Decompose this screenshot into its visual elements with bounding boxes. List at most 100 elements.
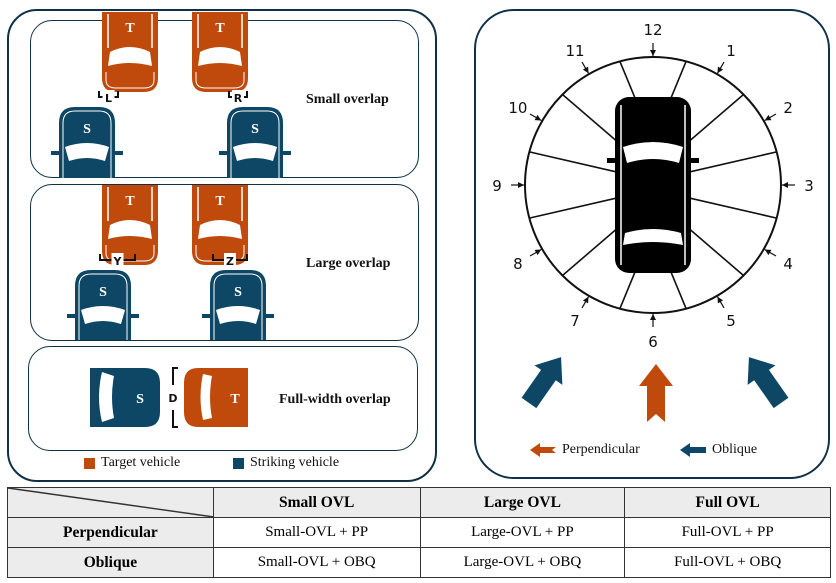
mirror bbox=[131, 314, 139, 318]
full-width-overlap-label: Full-width overlap bbox=[279, 392, 391, 407]
row-header-perpendicular: Perpendicular bbox=[7, 517, 214, 548]
striking-letter: S bbox=[251, 122, 259, 137]
target-letter: T bbox=[215, 194, 225, 209]
target-vehicle: T bbox=[192, 12, 248, 92]
full-width-overlap-box bbox=[28, 346, 418, 451]
mirror bbox=[51, 151, 59, 155]
gap-bracket-r: R bbox=[228, 90, 248, 105]
perpendicular-arrow-icon bbox=[639, 364, 673, 422]
clock-position-10: 10 bbox=[508, 99, 542, 122]
windshield bbox=[99, 372, 114, 422]
clock-number: 4 bbox=[783, 255, 793, 273]
striking-vehicle-legend-label: Striking vehicle bbox=[250, 455, 340, 470]
impact-direction-panel bbox=[474, 9, 830, 479]
windshield bbox=[108, 220, 152, 239]
large-overlap-box bbox=[30, 184, 419, 341]
target-letter: T bbox=[230, 392, 240, 407]
mirror bbox=[219, 151, 227, 155]
target-vehicle-legend-label: Target vehicle bbox=[101, 455, 181, 470]
windshield bbox=[200, 374, 212, 420]
mirror bbox=[202, 314, 210, 318]
table-cell: Large-OVL + OBQ bbox=[419, 547, 626, 578]
clock-position-8: 8 bbox=[513, 248, 542, 273]
mirror bbox=[115, 151, 123, 155]
mirror bbox=[690, 158, 699, 163]
table-cell: Small-OVL + OBQ bbox=[212, 547, 421, 578]
striking-vehicle-legend: Striking vehicle bbox=[233, 455, 339, 471]
oblique-arrow-right-icon bbox=[747, 357, 789, 409]
table-cell: Full-OVL + PP bbox=[624, 517, 831, 548]
target-letter: T bbox=[215, 21, 225, 36]
gap-label: R bbox=[234, 92, 243, 105]
table-cell: Full-OVL + OBQ bbox=[624, 547, 831, 578]
table-row: Oblique Small-OVL + OBQ Large-OVL + OBQ … bbox=[7, 547, 831, 578]
clock-position-12: 12 bbox=[643, 21, 663, 56]
windshield bbox=[198, 47, 242, 66]
clock-number: 6 bbox=[648, 333, 658, 351]
table-cell: Large-OVL + PP bbox=[419, 517, 626, 548]
mirror bbox=[67, 314, 75, 318]
clock-number: 11 bbox=[565, 42, 584, 60]
windshield bbox=[108, 47, 152, 66]
striking-letter: S bbox=[136, 392, 144, 407]
target-letter: T bbox=[125, 194, 135, 209]
small-overlap-label: Small overlap bbox=[306, 92, 389, 107]
oblique-arrow-left-icon bbox=[521, 357, 563, 409]
clock-number: 7 bbox=[570, 312, 580, 330]
oblique-legend-label: Oblique bbox=[712, 442, 758, 457]
perpendicular-legend-label: Perpendicular bbox=[562, 442, 640, 457]
target-vehicle: T bbox=[102, 185, 158, 265]
column-header-full-ovl: Full OVL bbox=[624, 487, 831, 518]
rear-window bbox=[623, 229, 683, 245]
striking-letter: S bbox=[99, 285, 107, 300]
gap-label: D bbox=[168, 392, 177, 405]
clock-number: 2 bbox=[783, 99, 793, 117]
gap-bracket-z: Z bbox=[212, 253, 248, 268]
large-overlap-label: Large overlap bbox=[306, 256, 391, 271]
striking-car-body bbox=[210, 270, 266, 340]
gap-bracket-d: D bbox=[168, 367, 178, 428]
clock-number: 5 bbox=[726, 312, 736, 330]
clock-position-7: 7 bbox=[570, 296, 590, 330]
clock-position-1: 1 bbox=[716, 42, 736, 74]
gap-label: L bbox=[105, 92, 112, 105]
striking-letter: S bbox=[234, 285, 242, 300]
gap-label: Z bbox=[226, 255, 234, 268]
clock-position-2: 2 bbox=[764, 99, 793, 122]
clock-position-3: 3 bbox=[782, 177, 814, 195]
front-windshield bbox=[623, 142, 683, 163]
mirror bbox=[607, 158, 616, 163]
mirror bbox=[266, 314, 274, 318]
striking-vehicle: S bbox=[51, 107, 123, 178]
target-vehicle-legend: Target vehicle bbox=[84, 455, 180, 471]
subject-vehicle bbox=[607, 97, 699, 273]
target-vehicle: T bbox=[184, 368, 248, 427]
clock-position-6: 6 bbox=[648, 314, 658, 351]
striking-car-body bbox=[59, 107, 115, 178]
perpendicular-arrow-icon bbox=[530, 443, 556, 457]
mirror bbox=[283, 151, 291, 155]
striking-letter: S bbox=[83, 122, 91, 137]
table-corner-cell bbox=[7, 487, 215, 518]
perpendicular-legend: Perpendicular bbox=[530, 442, 640, 458]
striking-vehicle: S bbox=[219, 107, 291, 178]
clock-number: 10 bbox=[508, 99, 527, 117]
striking-car-body bbox=[227, 107, 283, 178]
scenario-matrix-table: Small OVL Large OVL Full OVL Perpendicul… bbox=[7, 487, 831, 578]
striking-car-body bbox=[75, 270, 131, 340]
clock-position-9: 9 bbox=[492, 177, 524, 195]
clock-number: 3 bbox=[804, 177, 814, 195]
striking-color-swatch bbox=[233, 457, 244, 469]
gap-bracket-y: Y bbox=[99, 253, 136, 268]
clock-number: 12 bbox=[643, 21, 662, 39]
windshield bbox=[65, 143, 109, 161]
table-header-row: Small OVL Large OVL Full OVL bbox=[7, 487, 831, 518]
row-header-oblique: Oblique bbox=[7, 547, 214, 578]
gap-bracket-l: L bbox=[98, 90, 119, 105]
target-vehicle: T bbox=[102, 12, 158, 92]
target-car-body bbox=[184, 368, 248, 427]
clock-number: 1 bbox=[726, 42, 736, 60]
target-vehicle: T bbox=[192, 185, 248, 265]
